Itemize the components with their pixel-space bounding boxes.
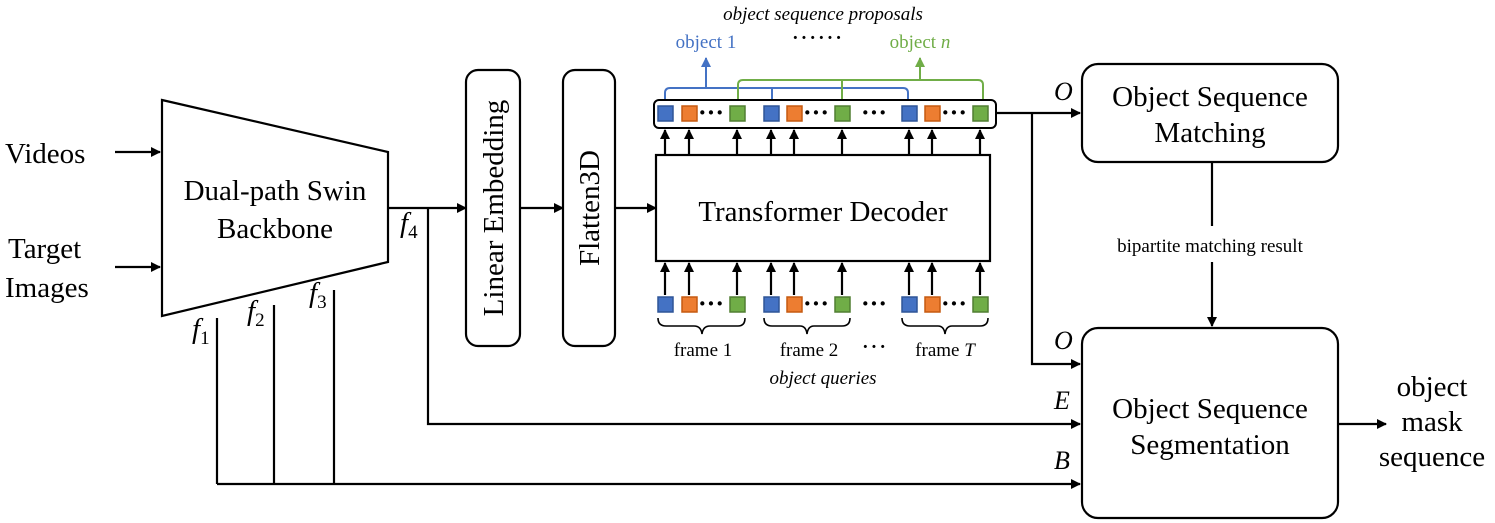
proposal-square-orange [786, 105, 803, 122]
svg-text:···: ··· [698, 289, 724, 318]
feature-f3-label: f3 [309, 277, 327, 313]
frame-1-brace [657, 317, 746, 335]
frame-2-brace [763, 317, 851, 335]
query-square-orange [681, 296, 698, 313]
linear-embedding-label: Linear Embedding [478, 100, 510, 317]
query-square-blue [657, 296, 674, 313]
matching-result-label: bipartite matching result [1117, 236, 1303, 257]
backbone-label-line2: Backbone [217, 213, 333, 245]
object-queries-title: object queries [769, 368, 876, 389]
proposal-square-green [729, 105, 746, 122]
proposals-title: object sequence proposals [723, 4, 923, 25]
proposal-squares: ··· ··· ··· ··· [657, 98, 989, 127]
frame-2-label: frame 2 [780, 340, 839, 361]
query-square-orange [786, 296, 803, 313]
object-1-bracket [664, 87, 909, 102]
matching-label-line1: Object Sequence [1112, 81, 1308, 113]
target-images-label-line2: Images [5, 272, 89, 304]
proposals-dots: ······ [791, 23, 843, 52]
videos-label: Videos [5, 138, 85, 170]
segmentation-label-line1: Object Sequence [1112, 393, 1308, 425]
svg-text:···: ··· [803, 289, 829, 318]
transformer-decoder-box [654, 153, 992, 263]
target-images-label-line1: Target [8, 233, 81, 265]
output-label-line3: sequence [1379, 441, 1485, 473]
proposal-square-green [834, 105, 851, 122]
proposal-square-orange [924, 105, 941, 122]
svg-text:···: ··· [698, 98, 724, 127]
B-label: B [1054, 446, 1070, 475]
proposal-square-green [972, 105, 989, 122]
queries-to-decoder-arrows [660, 262, 985, 295]
E-label: E [1053, 386, 1070, 415]
svg-text:···: ··· [861, 98, 887, 127]
svg-text:···: ··· [941, 289, 967, 318]
svg-text:···: ··· [861, 289, 887, 318]
query-squares: ··· ··· ··· ··· [657, 289, 989, 318]
svg-text:···: ··· [803, 98, 829, 127]
query-square-green [972, 296, 989, 313]
decoder-to-proposals-arrows [660, 129, 985, 155]
output-label-line1: object [1397, 371, 1468, 403]
segmentation-label-line2: Segmentation [1130, 429, 1290, 461]
object-n-bracket [737, 79, 984, 102]
query-square-orange [924, 296, 941, 313]
svg-text:···: ··· [941, 98, 967, 127]
feature-f4-label: f4 [400, 207, 418, 243]
query-square-blue [763, 296, 780, 313]
query-square-green [834, 296, 851, 313]
proposal-square-blue [763, 105, 780, 122]
query-square-green [729, 296, 746, 313]
frame-T-brace [901, 317, 989, 335]
matching-box [1080, 62, 1340, 164]
proposal-object-1-label: object 1 [676, 32, 737, 53]
O-to-segmentation-line [1030, 113, 1081, 369]
transformer-decoder-label: Transformer Decoder [698, 196, 948, 228]
frame-1-label: frame 1 [674, 340, 733, 361]
proposal-square-blue [657, 105, 674, 122]
backbone-label-line1: Dual-path Swin [184, 175, 367, 207]
queries-ellipsis: ··· [861, 332, 887, 361]
proposal-object-n-label: object n [890, 32, 951, 53]
proposal-square-orange [681, 105, 698, 122]
matching-label-line2: Matching [1154, 117, 1265, 149]
O-label-top: O [1054, 77, 1073, 106]
output-label-line2: mask [1401, 406, 1463, 438]
proposal-square-blue [901, 105, 918, 122]
feature-f2-label: f2 [247, 295, 265, 331]
O-label-bottom: O [1054, 326, 1073, 355]
backbone-trapezoid [160, 98, 390, 318]
feature-f1-label: f1 [192, 313, 210, 349]
flatten3d-label: Flatten3D [574, 150, 606, 266]
frame-T-label: frame T [915, 340, 976, 361]
f4-to-segmentation-line [426, 208, 1081, 429]
query-square-blue [901, 296, 918, 313]
